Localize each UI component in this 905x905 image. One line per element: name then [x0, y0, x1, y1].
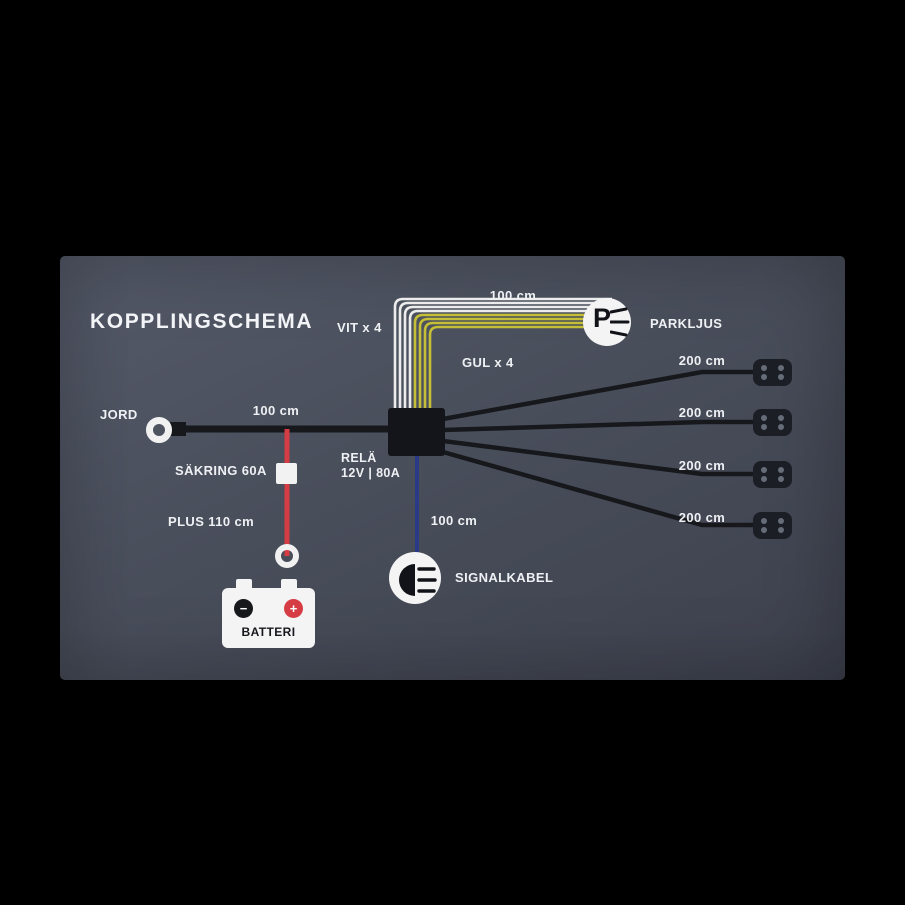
- bundle-wire-yellow: [428, 325, 612, 418]
- connector-pin: [778, 467, 784, 473]
- diagram-title: KOPPLINGSCHEMA: [90, 310, 314, 333]
- branch-wire-2: [442, 419, 754, 433]
- wiring-diagram-card: KOPPLINGSCHEMA JORD 100 cm SÄKRING 60A P…: [60, 256, 845, 680]
- signal-length-label: 100 cm: [430, 513, 478, 528]
- ground-ring-terminal-icon: [146, 417, 172, 443]
- connector-pin: [778, 374, 784, 380]
- branch-length-label-2: 200 cm: [678, 405, 726, 420]
- branch-length-label-3: 200 cm: [678, 458, 726, 473]
- connector-icon: [753, 409, 792, 436]
- fuse-label: SÄKRING 60A: [175, 463, 267, 478]
- bundle-wire-yellow: [418, 317, 612, 418]
- parking-light-icon: P: [583, 298, 631, 346]
- battery-plus-sign: +: [289, 601, 298, 616]
- connector-icon: [753, 512, 792, 539]
- ground-crimp-icon: [170, 422, 186, 436]
- connector-icon: [753, 461, 792, 488]
- bundle-wire-white: [408, 309, 612, 418]
- parking-light-label: PARKLJUS: [650, 316, 723, 331]
- ground-label: JORD: [100, 407, 138, 422]
- plus-ring-terminal-icon: [275, 544, 299, 568]
- branch-wire-4: [442, 449, 754, 528]
- bundle-wire-white: [403, 305, 612, 418]
- connector-pin: [761, 365, 767, 371]
- relay-box: [388, 408, 445, 456]
- white-wires-label: VIT x 4: [337, 320, 382, 335]
- wiring-svg: [170, 297, 754, 558]
- connector-icon: [753, 359, 792, 386]
- connector-pin: [778, 365, 784, 371]
- bundle-wire-white: [398, 301, 612, 418]
- connector-pin: [761, 374, 767, 380]
- battery-minus-sign: −: [239, 601, 248, 616]
- battery-terminal-pos: [281, 579, 297, 589]
- bundle-wire-yellow: [413, 313, 612, 418]
- bundle-wire-white: [393, 297, 612, 418]
- connector-pin: [761, 518, 767, 524]
- branch-wire-1: [442, 369, 754, 422]
- branch-wire-3: [442, 438, 754, 477]
- connector-pin: [778, 415, 784, 421]
- battery-minus-icon: −: [234, 599, 253, 618]
- battery-icon: − + BATTERI: [222, 579, 315, 648]
- ground-length-label: 100 cm: [252, 403, 300, 418]
- battery-plus-icon: +: [284, 599, 303, 618]
- parking-light-rays-icon: [610, 307, 630, 337]
- fuse-icon: [276, 463, 297, 484]
- connector-pin: [778, 527, 784, 533]
- relay-name: RELÄ: [341, 451, 377, 465]
- branch-length-label-4: 200 cm: [678, 510, 726, 525]
- connector-pin: [778, 424, 784, 430]
- relay-spec: 12V | 80A: [341, 466, 401, 480]
- fog-light-glyph-icon: [399, 564, 437, 596]
- battery-terminal-neg: [236, 579, 252, 589]
- connector-pin: [761, 415, 767, 421]
- connector-pin: [761, 476, 767, 482]
- fog-light-icon: [389, 552, 441, 604]
- connector-pin: [761, 527, 767, 533]
- connector-pin: [778, 476, 784, 482]
- bundle-wire-yellow: [423, 321, 612, 418]
- plus-wire-label: PLUS 110 cm: [168, 514, 255, 529]
- parking-light-letter: P: [593, 303, 612, 333]
- bundle-length-label: 100 cm: [489, 288, 537, 303]
- connector-pin: [761, 467, 767, 473]
- battery-label: BATTERI: [241, 625, 296, 639]
- branch-length-label-1: 200 cm: [678, 353, 726, 368]
- connector-pin: [761, 424, 767, 430]
- yellow-wires-label: GUL x 4: [462, 355, 514, 370]
- signal-cable-label: SIGNALKABEL: [455, 570, 554, 585]
- connector-pin: [778, 518, 784, 524]
- relay-label: RELÄ 12V | 80A: [341, 451, 400, 481]
